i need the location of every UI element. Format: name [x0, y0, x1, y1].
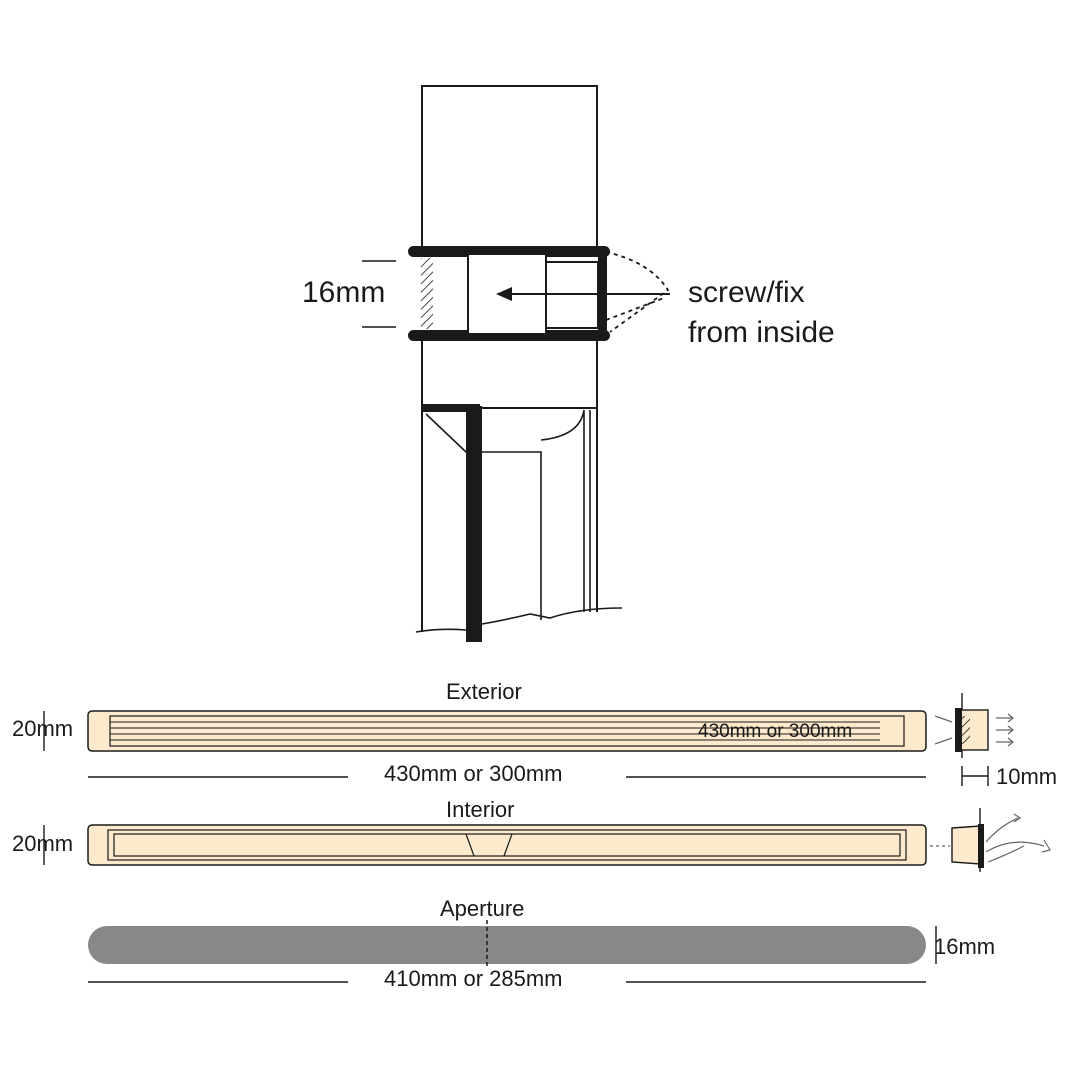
- exterior-vent-slats: [110, 721, 880, 741]
- aperture: [88, 920, 937, 983]
- interior-side-profile: [930, 808, 1051, 872]
- exterior-vent-inner: [109, 715, 905, 747]
- interior-vent-inner: [113, 833, 901, 857]
- sash-profile: [415, 404, 623, 642]
- break-line: [415, 607, 623, 633]
- exterior-length-label: 430mm or 300mm: [384, 761, 563, 786]
- exterior-side-profile: [934, 693, 1014, 786]
- bead-profile: [482, 451, 542, 620]
- interior-vent: [43, 808, 1051, 872]
- exterior-vent: [43, 693, 1014, 786]
- bottom-bar: [408, 330, 610, 341]
- aperture-title: Aperture: [440, 896, 525, 921]
- screw-label-line1: screw/fix: [688, 276, 805, 309]
- exterior-inner-label: 430mm or 300mm: [698, 721, 853, 742]
- arrow-head: [496, 287, 512, 301]
- window-section: [421, 85, 598, 632]
- interior-vent-frame: [107, 829, 907, 861]
- frame-profile: [540, 409, 591, 612]
- gap-dimension: [362, 260, 396, 328]
- exterior-depth-label: 10mm: [996, 764, 1058, 789]
- aperture-slot: [88, 926, 926, 964]
- gap-label: 16mm: [302, 276, 386, 309]
- aperture-length-label: 410mm or 285mm: [384, 966, 563, 991]
- sash-diagonal: [425, 413, 467, 453]
- interior-vent-body: [87, 824, 927, 866]
- sash-top-bar: [422, 404, 480, 412]
- aperture-height-label: 16mm: [934, 934, 996, 959]
- top-bar: [408, 246, 610, 257]
- exterior-vent-body: [87, 710, 927, 752]
- interior-vent-notch: [465, 833, 513, 857]
- exterior-vent-hatch: [421, 258, 433, 329]
- cover-swing-dotted-2: [605, 297, 665, 321]
- exterior-height-label: 20mm: [12, 716, 74, 741]
- sash-bar: [466, 406, 482, 642]
- upper-frame: [421, 85, 598, 253]
- screw-label-line2: from inside: [688, 316, 835, 349]
- screw-arrow: [496, 287, 670, 301]
- lower-frame-sides: [421, 338, 598, 632]
- exterior-title: Exterior: [446, 679, 522, 704]
- cover-swing-dotted: [605, 251, 670, 333]
- interior-title: Interior: [446, 797, 515, 822]
- interior-height-label: 20mm: [12, 831, 74, 856]
